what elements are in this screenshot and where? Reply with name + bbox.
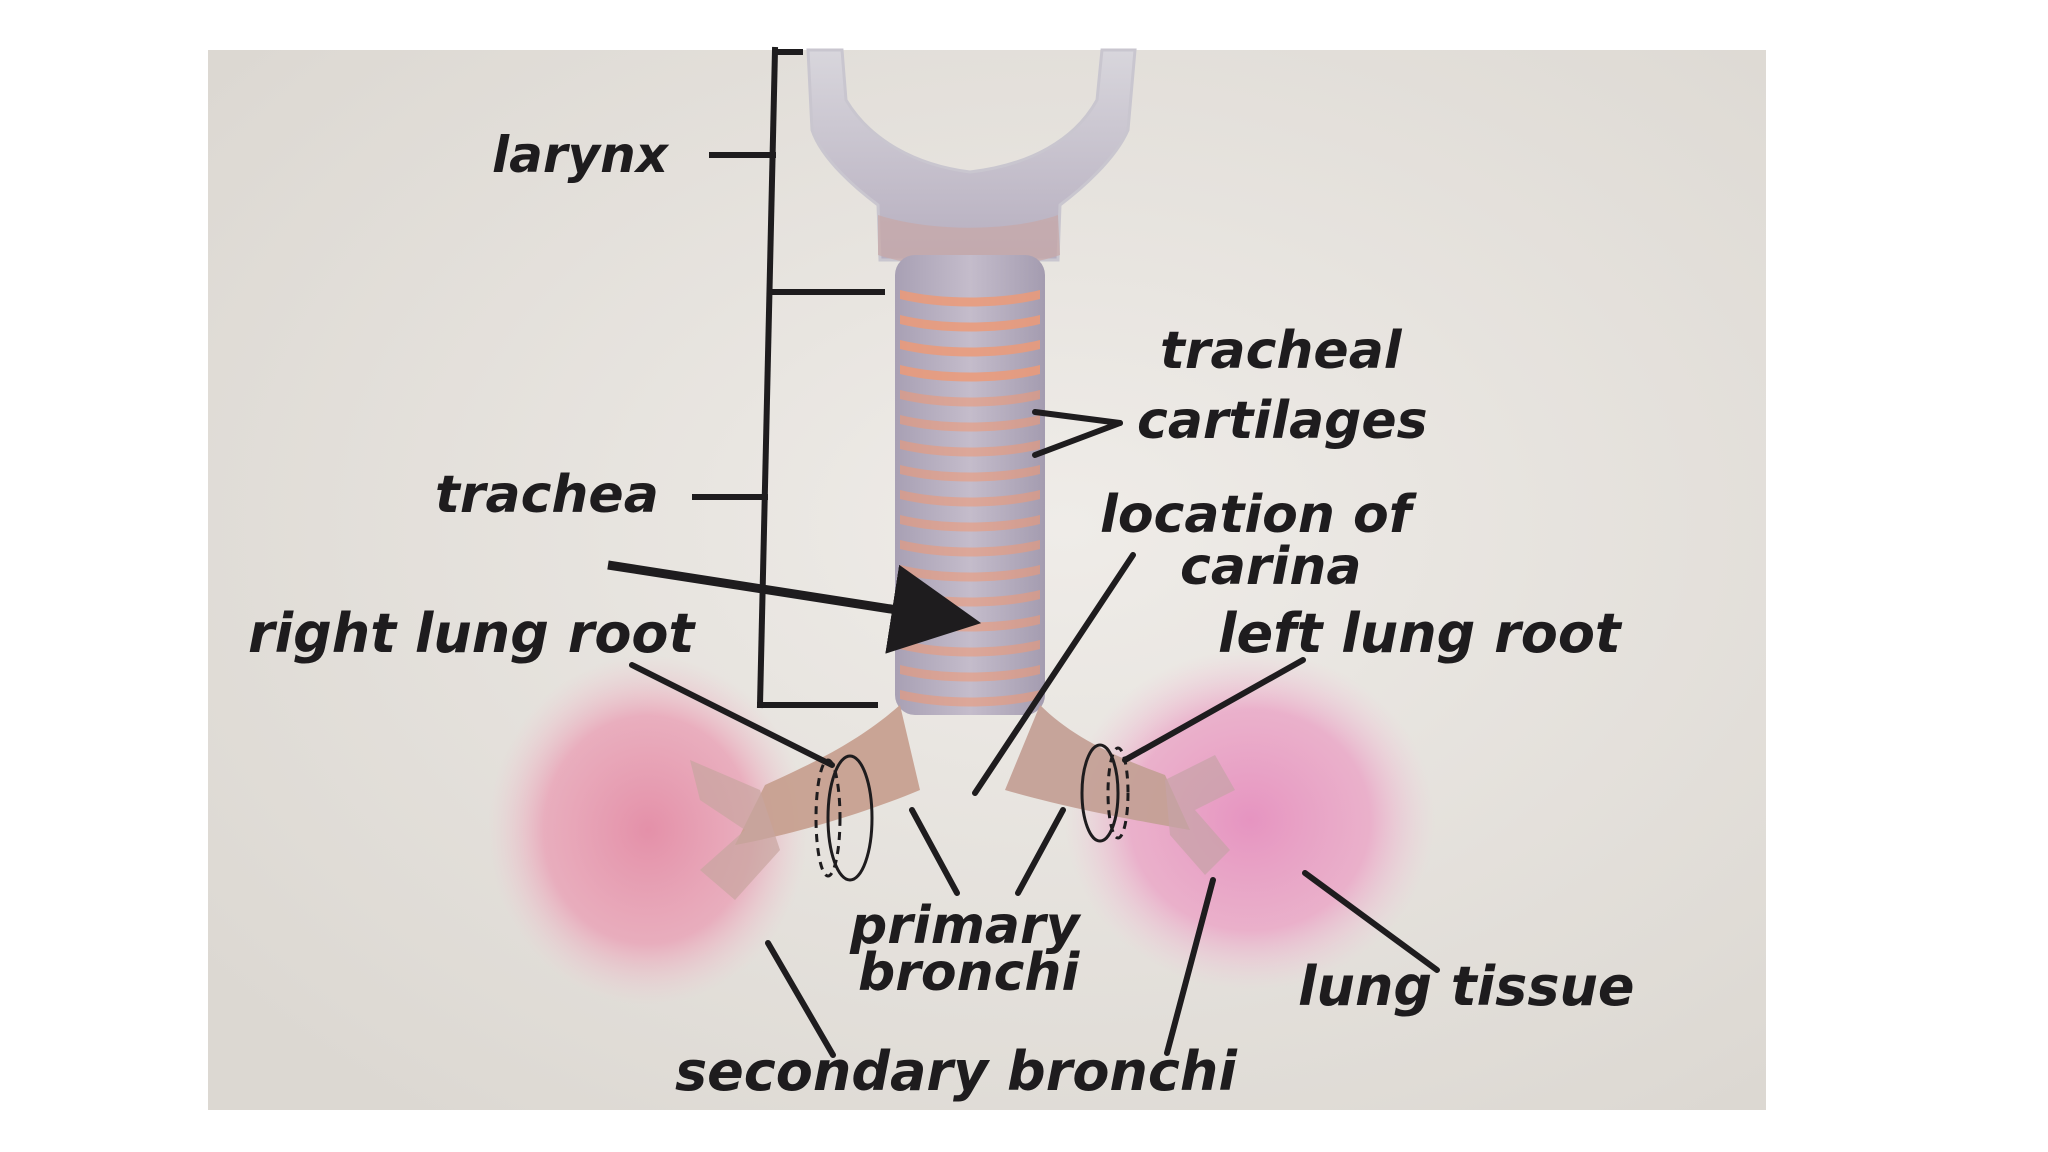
label-secondary-bronchi: secondary bronchi [675,1040,1238,1103]
right-secondary-bronchi [690,760,780,900]
left-primary-bronchus [1005,705,1190,830]
label-cartilages: cartilages [1137,391,1428,451]
cartilage-ring [900,340,1040,357]
label-larynx: larynx [492,126,670,184]
label-primary: primary [849,896,1082,956]
label-trachea: trachea [435,465,659,525]
right-lung-tissue [488,655,808,1005]
label-lung-tissue: lung tissue [1298,955,1635,1018]
left-lung-root-ring-dashed [1106,746,1130,840]
cartilage-ring [900,515,1040,532]
label-location-of: location of [1100,485,1418,545]
thyroid-cartilage [878,215,1060,268]
cartilage-ring [900,665,1040,682]
cartilage-ring [900,415,1040,432]
label-right-lung-root: right lung root [248,602,697,665]
cartilage-ring [900,540,1040,557]
left-lung-tissue [1065,650,1435,990]
larynx-trachea-bracket [692,46,885,709]
cartilage-ring [900,365,1040,382]
larynx-shape [806,48,1137,262]
left-lung-root-ring [1080,743,1120,843]
leader-lines [629,409,1440,1058]
label-carina: carina [1180,537,1362,597]
left-secondary-bronchi [1165,755,1235,875]
cartilage-ring [900,290,1040,307]
cartilage-ring [900,390,1040,407]
carina-arrow [607,560,982,654]
right-primary-bronchus [735,705,920,845]
label-tracheal: tracheal [1160,321,1403,381]
cartilage-ring [900,690,1040,707]
cartilage-ring [900,490,1040,507]
cartilage-ring [900,315,1040,332]
cartilage-ring [900,465,1040,482]
cartilage-ring [900,440,1040,457]
label-bronchi: bronchi [858,943,1080,1003]
label-left-lung-root: left lung root [1218,602,1623,665]
right-lung-root-ring [826,754,874,882]
